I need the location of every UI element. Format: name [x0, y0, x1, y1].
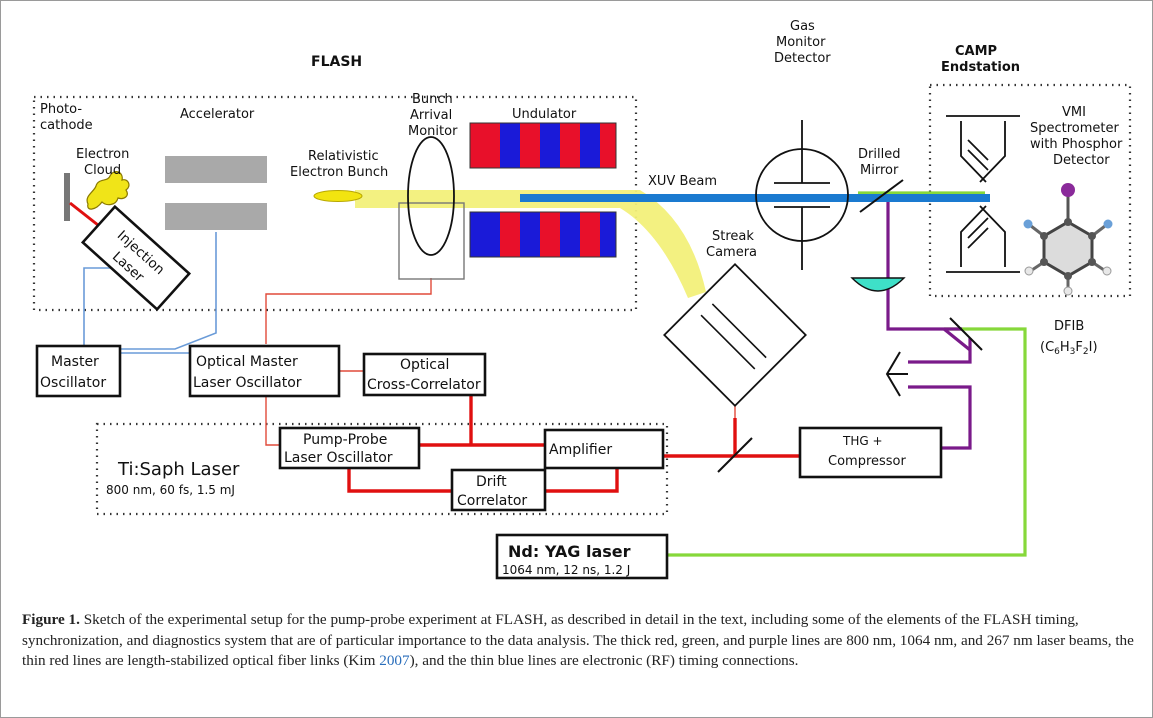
drift-correlator-label-2: Correlator [457, 493, 527, 509]
green-1064nm-beam [667, 191, 1027, 557]
caption-text-2: ), and the thin blue lines are electroni… [409, 652, 799, 669]
dfib-molecule [1023, 183, 1113, 296]
master-oscillator-label-2: Oscillator [40, 375, 106, 391]
electron-cloud-label-2: Cloud [84, 163, 121, 178]
beam-mirrors [717, 317, 983, 473]
optical-master-box [188, 344, 341, 398]
accelerator-lower [165, 203, 267, 230]
accelerator-label: Accelerator [180, 107, 255, 122]
bam-box [398, 202, 465, 280]
ndyag-label: Nd: YAG laser [508, 542, 631, 561]
undulator-label: Undulator [512, 107, 577, 122]
caption-text-1: Sketch of the experimental setup for the… [22, 611, 1134, 669]
electron-beam-path [355, 190, 706, 298]
rf-timing-links [83, 232, 217, 354]
thg-compressor-box [798, 426, 943, 479]
thg-label-2: Compressor [828, 454, 907, 469]
amplifier-box [543, 428, 665, 470]
optical-cross-label-1: Optical [400, 357, 449, 373]
drift-correlator-box [450, 468, 547, 512]
tisaph-label: Ti:Saph Laser [117, 459, 240, 480]
pump-probe-label-2: Laser Oscillator [284, 450, 393, 466]
focusing-mirror [850, 277, 906, 292]
streak-camera-label-2: Camera [706, 245, 757, 260]
relativistic-bunch-label-1: Relativistic [308, 149, 379, 164]
streak-camera-label-1: Streak [712, 229, 754, 244]
camp-enclosure [928, 83, 1132, 298]
gas-monitor-label-3: Detector [774, 51, 831, 66]
xuv-beam [520, 194, 990, 202]
photocathode-plate [64, 173, 70, 221]
amplifier-label: Amplifier [549, 442, 612, 458]
bam-label-1: Bunch [412, 92, 453, 107]
drilled-mirror-label-1: Drilled [858, 147, 900, 162]
pump-probe-label-1: Pump-Probe [303, 432, 387, 448]
photocathode-label-2: cathode [40, 118, 93, 133]
vmi-label-1: VMI [1062, 105, 1086, 120]
electron-cloud-label-1: Electron [76, 147, 129, 162]
optical-cross-label-2: Cross-Correlator [367, 377, 481, 393]
master-oscillator-box [35, 344, 122, 398]
bam-label-2: Arrival [410, 108, 452, 123]
photocathode-label-1: Photo- [40, 102, 82, 117]
drilled-mirror [859, 179, 904, 213]
optical-master-label-2: Laser Oscillator [193, 375, 302, 391]
setup-diagram: Injection Laser [32, 19, 1132, 580]
xuv-beam-label: XUV Beam [648, 174, 717, 189]
gas-monitor-label-1: Gas [790, 19, 815, 34]
tisaph-spec: 800 nm, 60 fs, 1.5 mJ [106, 483, 235, 497]
vmi-label-2: Spectrometer [1030, 121, 1120, 136]
gas-monitor-label-2: Monitor [776, 35, 826, 50]
pump-probe-box [278, 426, 421, 470]
gas-monitor-detector [755, 120, 849, 270]
camp-label-1: CAMP [955, 44, 997, 59]
streak-camera [663, 263, 807, 407]
flash-title: FLASH [311, 54, 362, 70]
figure-caption: Figure 1. Sketch of the experimental set… [22, 610, 1134, 672]
vmi-label-4: Detector [1053, 153, 1110, 168]
accelerator-upper [165, 156, 267, 183]
bam-label-3: Monitor [408, 124, 458, 139]
thg-label-1: THG + [842, 434, 883, 448]
red-800nm-beam [347, 395, 800, 493]
caption-label: Figure 1. [22, 611, 80, 628]
optical-cross-box [362, 352, 487, 397]
undulator-lower [469, 211, 617, 258]
drilled-mirror-label-2: Mirror [860, 163, 899, 178]
vmi-label-3: with Phosphor [1030, 137, 1123, 152]
relativistic-bunch-label-2: Electron Bunch [290, 165, 388, 180]
ndyag-spec: 1064 nm, 12 ns, 1.2 J [502, 563, 630, 577]
relativistic-electron-bunch [313, 190, 363, 202]
drift-correlator-label-1: Drift [476, 474, 507, 490]
dfib-label: DFIB [1054, 319, 1084, 334]
master-oscillator-label-1: Master [51, 354, 99, 370]
tisaph-enclosure [95, 422, 669, 516]
caption-citation-link[interactable]: 2007 [379, 652, 410, 669]
bam-ring [407, 136, 455, 256]
vmi-spectrometer [946, 115, 1020, 273]
electron-cloud [86, 171, 130, 210]
ndyag-box [495, 533, 669, 580]
undulator-upper [469, 122, 617, 169]
optical-master-label-1: Optical Master [196, 354, 298, 370]
dfib-formula: (C6H3F2I) [1040, 340, 1098, 357]
camp-label-2: Endstation [941, 60, 1020, 75]
